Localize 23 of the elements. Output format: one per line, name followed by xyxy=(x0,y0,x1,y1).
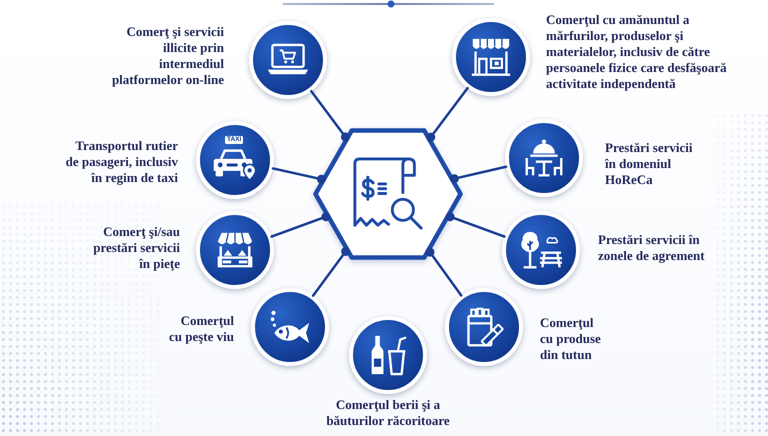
category-label: Comerţ şi servicii illicite prin intermediul platformelor on-line xyxy=(110,24,224,88)
category-label: Comerţul cu produse din tutun xyxy=(540,315,602,363)
connector-line xyxy=(310,90,350,142)
connector-line xyxy=(272,167,326,184)
connector-line xyxy=(450,166,508,184)
category-label: Transportul rutier de pasageri, inclusiv în regim de taxi xyxy=(64,138,178,186)
category-label: Prestări servicii în domeniul HoReCa xyxy=(605,140,694,188)
category-circle xyxy=(349,316,427,394)
category-label: Prestări servicii în zonele de agrement xyxy=(598,232,706,264)
category-label: Comerţul berii şi a băuturilor răcoritoare xyxy=(325,397,451,429)
hexagon-frame xyxy=(313,128,463,260)
connector-line xyxy=(312,246,350,297)
connector-line xyxy=(425,248,462,297)
category-label: Comerţ şi/sau prestări servicii în pieţe xyxy=(92,224,180,272)
connector-line xyxy=(426,86,469,142)
category-circle xyxy=(445,288,523,366)
category-circle xyxy=(196,211,274,289)
connector-line xyxy=(446,212,506,238)
category-label: Comerţul cu peşte viu xyxy=(168,313,234,345)
category-label: Comerţul cu amănuntul a mărfurilor, produselor şi materialelor, inclusiv de către persoanele fizice care desfăşoară activitate independentă xyxy=(546,12,728,92)
category-circle xyxy=(502,211,580,289)
category-circle xyxy=(251,288,329,366)
connector-line xyxy=(270,212,330,238)
